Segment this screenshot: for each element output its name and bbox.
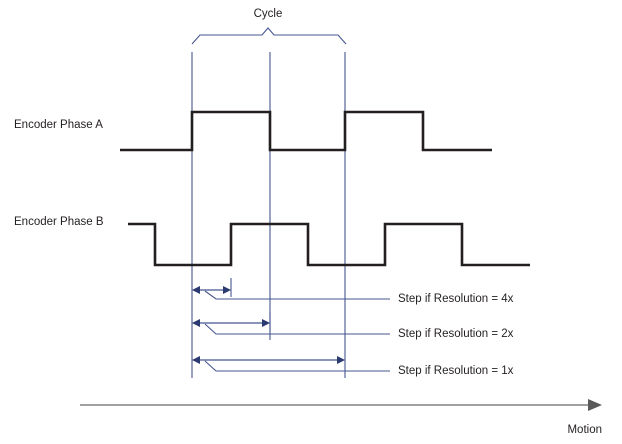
phase-b-label: Encoder Phase B [14, 216, 104, 228]
phase-a-label: Encoder Phase A [14, 119, 103, 131]
step-1x-label: Step if Resolution = 1x [398, 365, 514, 377]
step-2x-label: Step if Resolution = 2x [398, 328, 514, 340]
motion-axis-arrow [80, 399, 602, 411]
guide-lines [191, 52, 346, 378]
phase-a-waveform [120, 110, 492, 152]
motion-label: Motion [567, 424, 602, 436]
cycle-bracket [191, 27, 347, 45]
phase-b-waveform [128, 222, 530, 267]
step-2x-measure [192, 312, 390, 335]
step-4x-measure [192, 278, 390, 300]
step-4x-label: Step if Resolution = 4x [398, 293, 514, 305]
cycle-label: Cycle [254, 8, 283, 20]
step-1x-measure [192, 356, 390, 372]
